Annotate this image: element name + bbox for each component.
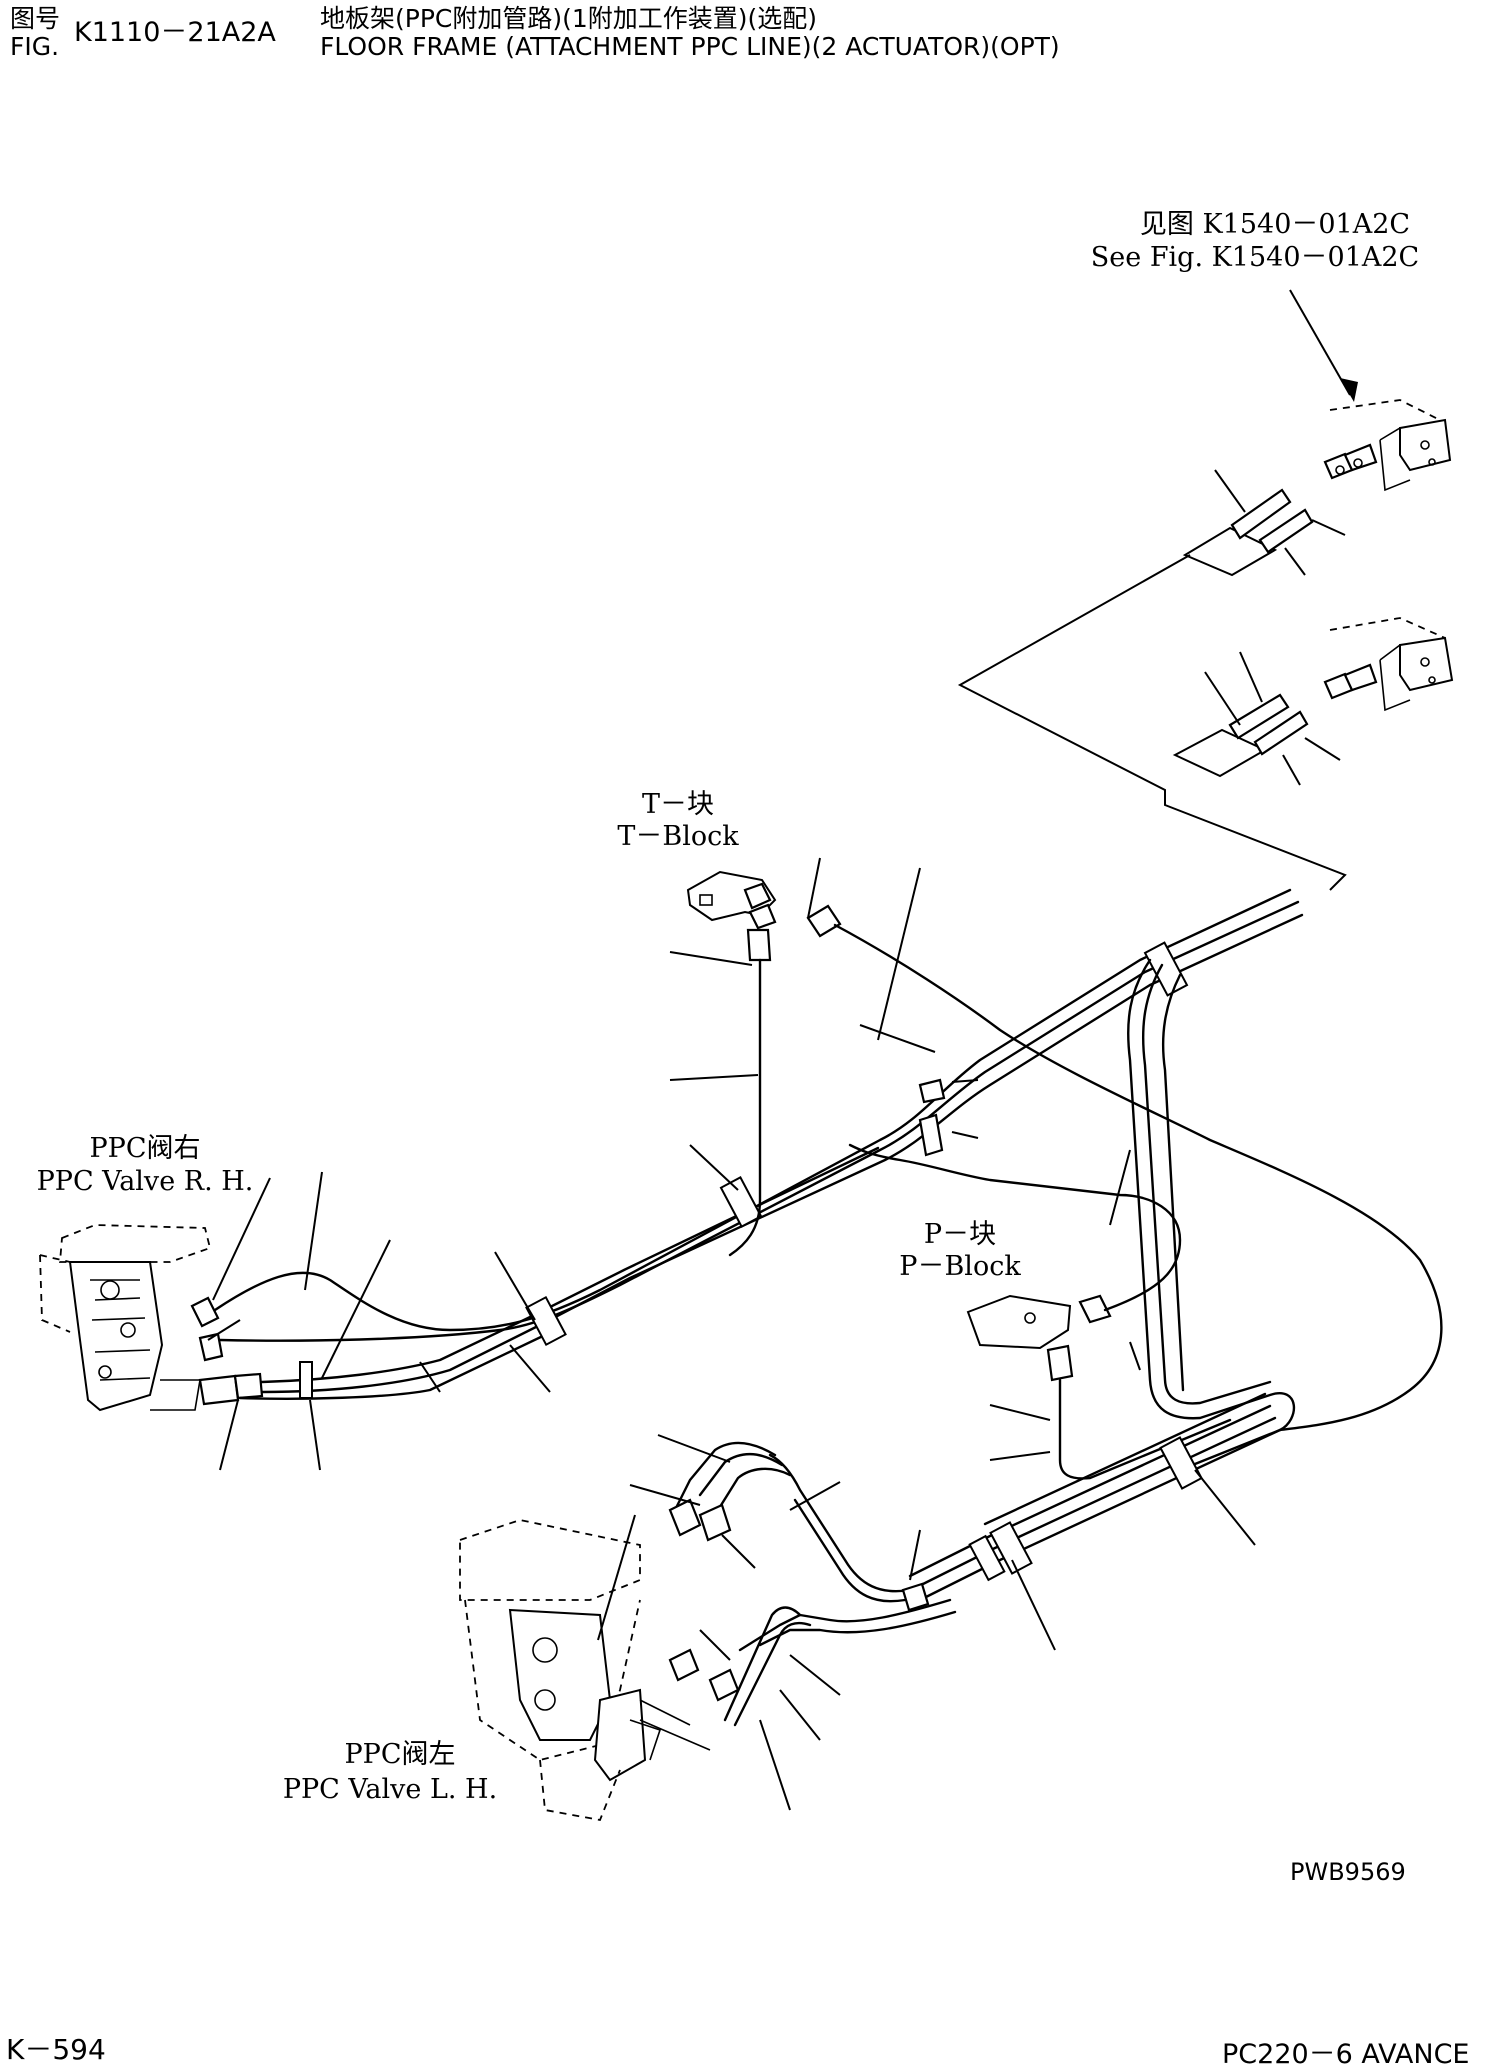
see-fig-label-cn: 见图 K1540－01A2C (1139, 209, 1411, 240)
lower-fitting-plate (1172, 651, 1341, 786)
ppc-valve-rh-label-en: PPC Valve R. H. (36, 1166, 254, 1197)
p-block-label-en: P－Block (899, 1251, 1021, 1282)
title-en: FLOOR FRAME (ATTACHMENT PPC LINE)(2 ACTU… (320, 32, 1060, 61)
lh-upper-hoses (668, 1441, 792, 1542)
upper-valve-block (1323, 399, 1452, 492)
fig-number: K1110－21A2A (74, 17, 276, 48)
t-block-hoses (728, 904, 1443, 1432)
see-fig-label-en: See Fig. K1540－01A2C (1090, 242, 1420, 273)
ppc-valve-rh-label-cn: PPC阀右 (89, 1133, 201, 1164)
ppc-valve-lh-label-cn: PPC阀左 (344, 1739, 456, 1770)
p-block (848, 1143, 1232, 1480)
rh-valve-fittings (190, 1296, 264, 1406)
t-block-label-cn: T－块 (641, 789, 714, 820)
leader-lines (207, 857, 1256, 1811)
ppc-valve-lh-label-en: PPC Valve L. H. (282, 1774, 498, 1805)
lower-valve-block (1323, 617, 1454, 712)
fig-label-en: FIG. (10, 32, 60, 61)
page-number: K－594 (6, 2033, 106, 2066)
upper-fitting-plate (1182, 469, 1346, 577)
reference-arrow (1289, 289, 1358, 402)
fig-label-cn: 图号 (10, 4, 61, 33)
ppc-valve-rh (39, 1224, 212, 1412)
drawing-code: PWB9569 (1290, 1858, 1406, 1886)
main-hose-harness (213, 888, 1304, 1400)
lower-harness (723, 1392, 1282, 1727)
misc-fittings (918, 1078, 946, 1157)
t-block-label-en: T－Block (617, 821, 739, 852)
t-block (686, 870, 777, 930)
loop-hoses (1127, 958, 1295, 1472)
title-cn: 地板架(PPC附加管路)(1附加工作装置)(选配) (320, 4, 818, 33)
ppc-valve-lh (459, 1519, 740, 1822)
model-name: PC220－6 AVANCE (1222, 2039, 1470, 2070)
p-block-label-cn: P－块 (923, 1219, 997, 1250)
